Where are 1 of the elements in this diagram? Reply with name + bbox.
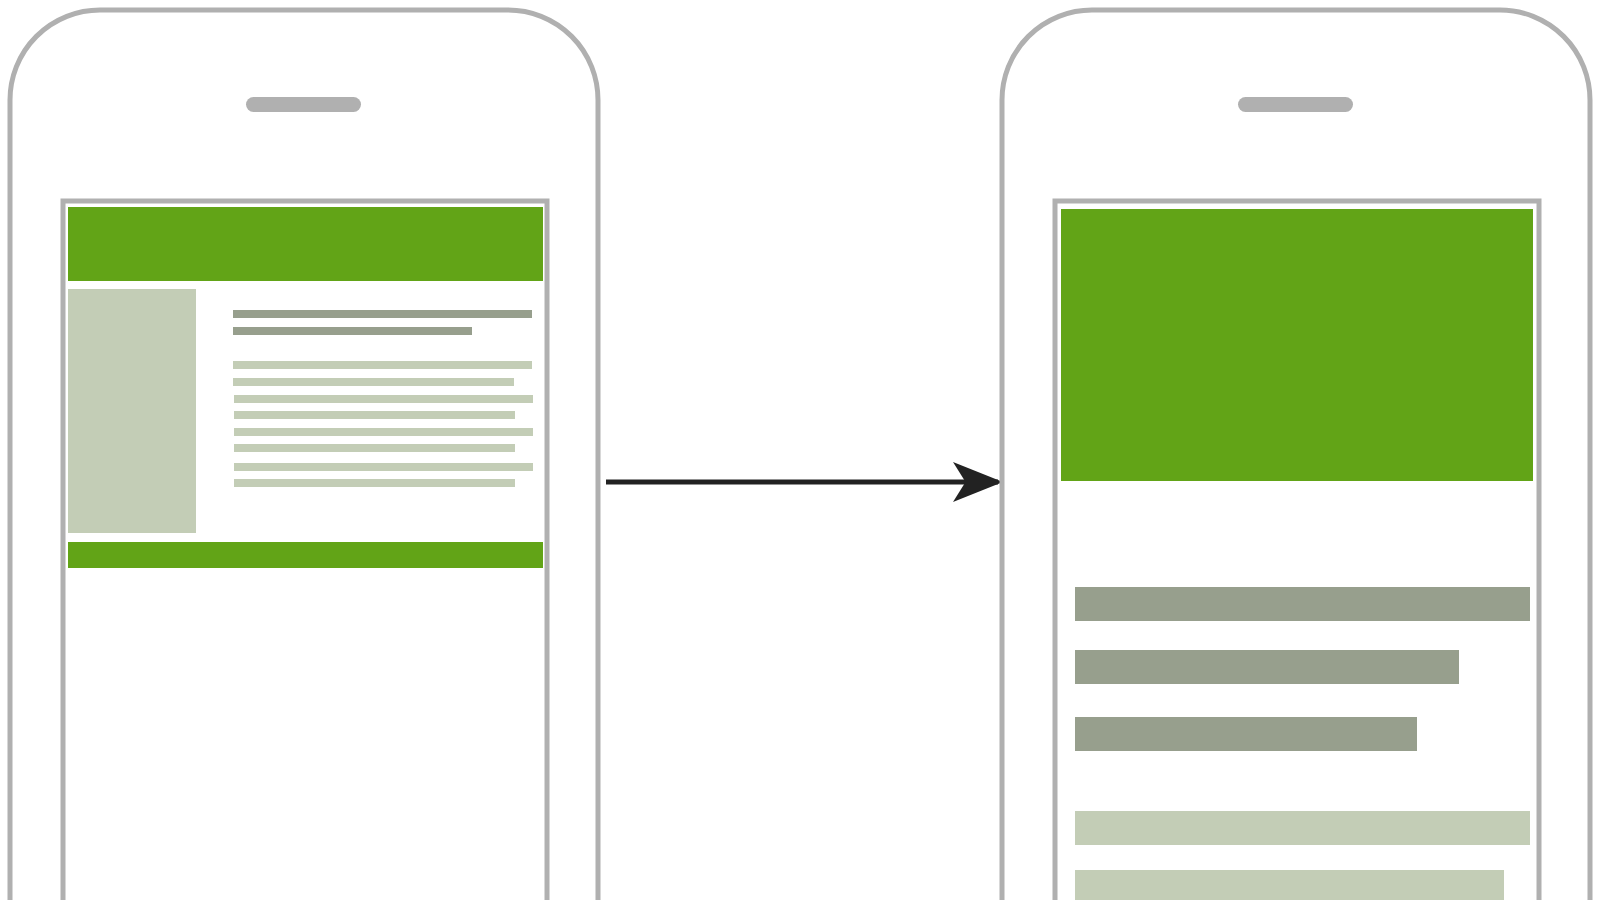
arrow bbox=[606, 462, 1003, 502]
